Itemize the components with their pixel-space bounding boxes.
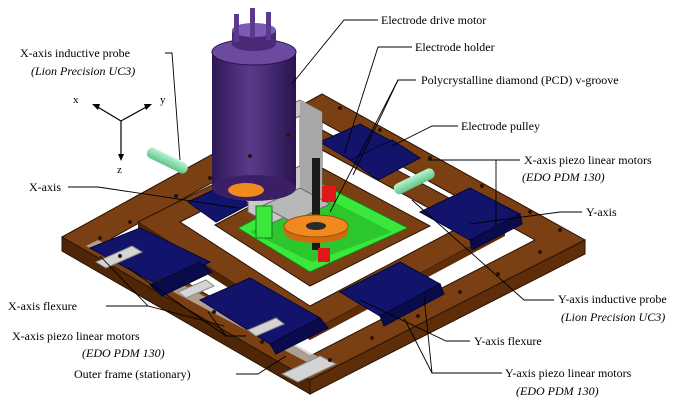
label-y-piezo-line1: Y-axis piezo linear motors [505, 366, 632, 380]
label-x-piezo-top-model: (EDO PDM 130) [522, 170, 605, 184]
electrode-drive-motor [211, 8, 297, 201]
axis-z-letter: z [117, 164, 122, 176]
label-x-piezo-top: X-axis piezo linear motors [524, 153, 652, 168]
leader-lines [68, 19, 582, 375]
electrode-pulley [255, 158, 349, 262]
label-electrode-holder: Electrode holder [415, 40, 495, 54]
label-y-axis: Y-axis [586, 205, 617, 219]
label-x-inductive-probe: X-axis inductive probe [20, 46, 130, 61]
label-pcd-vgroove: Polycrystalline diamond (PCD) v-groove [421, 73, 619, 87]
label-x-inductive-probe-line2: Lion Precision UC3 [35, 64, 132, 78]
label-y-axis-flexure: Y-axis flexure [474, 334, 542, 348]
label-outer-frame: Outer frame (stationary) [74, 367, 191, 381]
label-x-piezo-bottom: X-axis piezo linear motors [12, 329, 140, 344]
label-y-piezo: Y-axis piezo linear motors [505, 366, 631, 381]
label-x-piezo-top-line2: EDO PDM 130 [526, 170, 601, 184]
label-x-inductive-probe-line1: X-axis inductive probe [20, 46, 130, 60]
label-electrode-pulley: Electrode pulley [461, 119, 540, 133]
axis-x-letter: x [73, 94, 79, 106]
label-y-inductive-probe-line1: Y-axis inductive probe [558, 292, 667, 306]
axis-triad [92, 104, 152, 161]
label-y-piezo-line2: EDO PDM 130 [520, 384, 595, 398]
frame-holes [98, 106, 562, 362]
label-x-axis-flexure: X-axis flexure [8, 299, 77, 313]
label-electrode-drive-motor: Electrode drive motor [381, 13, 487, 27]
label-x-piezo-bottom-line1: X-axis piezo linear motors [12, 329, 140, 343]
label-x-piezo-top-line1: X-axis piezo linear motors [524, 153, 652, 167]
label-y-piezo-model: (EDO PDM 130) [516, 384, 599, 398]
label-y-inductive-probe-model: (Lion Precision UC3) [561, 310, 666, 324]
label-x-piezo-bottom-model: (EDO PDM 130) [82, 346, 165, 360]
label-x-axis: X-axis [29, 180, 61, 194]
label-x-piezo-bottom-line2: EDO PDM 130 [86, 346, 161, 360]
inductive-probes [146, 147, 435, 195]
piezo-motors [88, 123, 523, 355]
label-x-inductive-probe-model: (Lion Precision UC3) [31, 64, 136, 78]
label-y-inductive-probe-line2: Lion Precision UC3 [565, 310, 662, 324]
label-y-inductive-probe: Y-axis inductive probe [558, 292, 667, 307]
axis-y-letter: y [160, 94, 166, 106]
